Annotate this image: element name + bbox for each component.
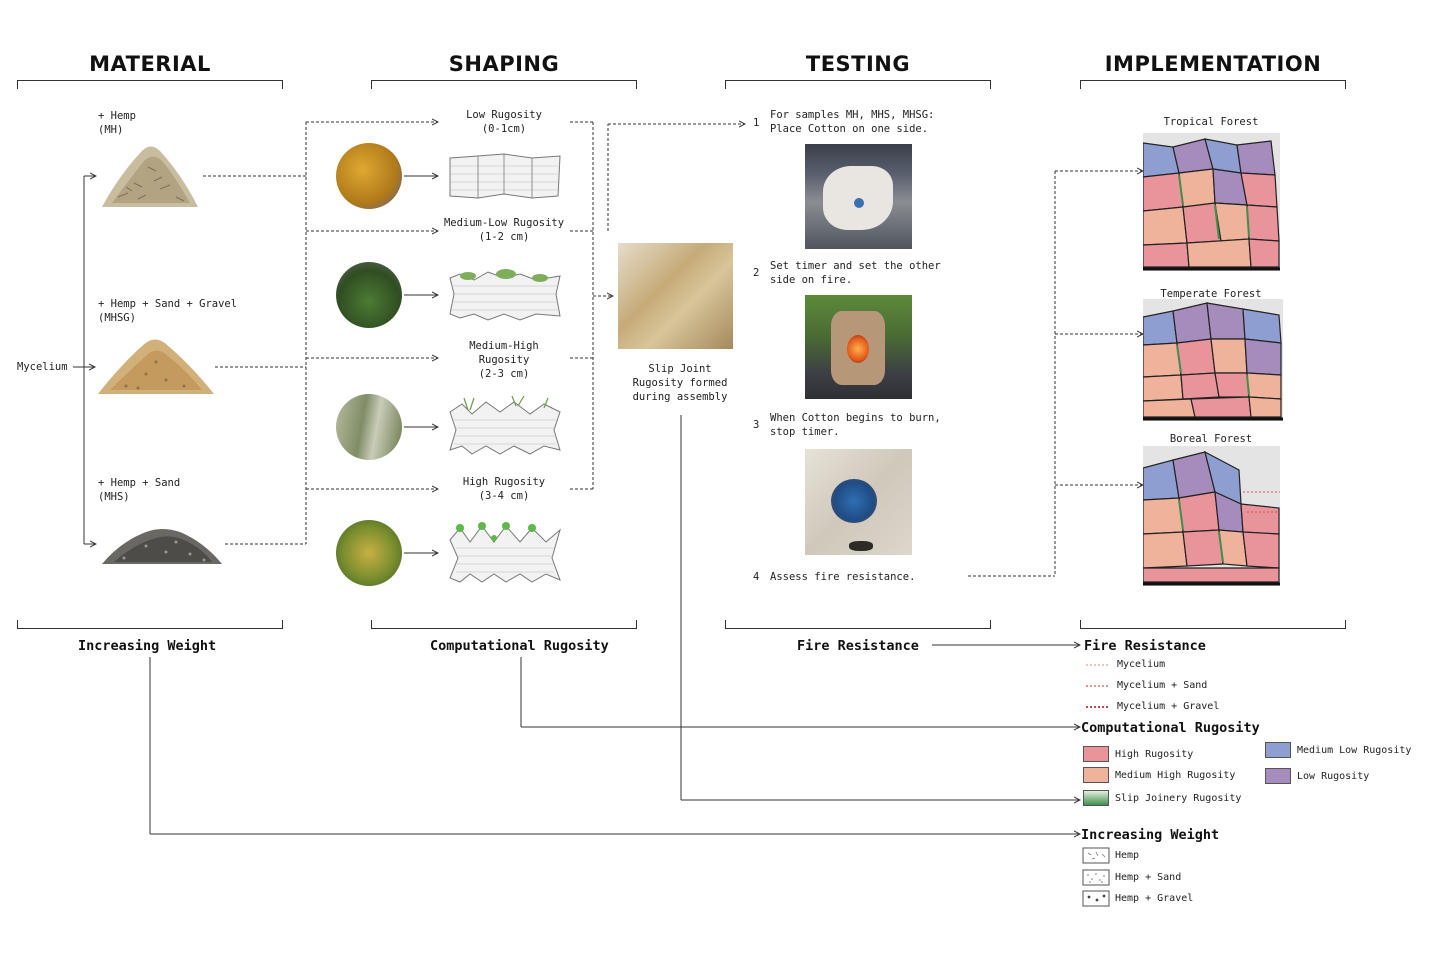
mhs-pile-image: [102, 529, 222, 564]
material-hemp-name: + Hemp: [98, 110, 136, 122]
step-2-number: 2: [753, 267, 760, 279]
step-3-number: 3: [753, 419, 760, 431]
shaping-level-low-name: Low Rugosity: [466, 109, 542, 121]
moss-circle-image: [336, 262, 402, 328]
material-hemp-code: (MH): [98, 124, 124, 136]
legend-fire-title: Fire Resistance: [1084, 638, 1206, 654]
test-photo-fire: [805, 295, 912, 399]
shaping-level-medlow-name: Medium-Low Rugosity: [443, 217, 565, 229]
bracket-top-testing: [725, 80, 991, 89]
lichen-circle-image: [336, 143, 402, 209]
legend-low-rugosity: Low Rugosity: [1297, 771, 1370, 782]
shaping-level-medlow-range: (1-2 cm): [478, 231, 530, 243]
legend-weight-title: Increasing Weight: [1081, 827, 1220, 843]
plant-circle-image: [336, 520, 402, 586]
profile-high-rugosity: [449, 522, 561, 583]
legend-fire-lines: [1086, 664, 1110, 708]
step-4-number: 4: [753, 571, 760, 583]
bracket-top-implementation: [1080, 80, 1346, 89]
legend-high-rugosity: High Rugosity: [1115, 749, 1194, 760]
bracket-top-material: [17, 80, 283, 89]
legend-medium-low-rugosity: Medium Low Rugosity: [1297, 745, 1412, 756]
panel-temperate-forest: [1143, 299, 1283, 421]
legend-fire-mycelium: Mycelium: [1117, 659, 1166, 670]
legend-swatch-high-rugosity: [1083, 746, 1109, 762]
shaping-level-medhigh-name: Medium-High: [469, 340, 539, 352]
step-3-line1: When Cotton begins to burn,: [770, 412, 941, 424]
material-mhsg-name: + Hemp + Sand + Gravel: [98, 298, 238, 310]
legend-weight-hemp-gravel: Hemp + Gravel: [1115, 893, 1194, 904]
footer-increasing-weight: Increasing Weight: [78, 638, 217, 654]
hemp-pile-image: [102, 146, 198, 207]
legend-slip-joinery-rugosity: Slip Joinery Rugosity: [1115, 793, 1242, 804]
shaping-level-medhigh-range: (2-3 cm): [478, 368, 530, 380]
step-1-line2: Place Cotton on one side.: [770, 123, 929, 135]
bracket-top-shaping: [371, 80, 637, 89]
legend-weight-hemp-sand: Hemp + Sand: [1115, 872, 1182, 883]
legend-swatch-medium-low-rugosity: [1265, 742, 1291, 758]
slip-joint-line3: during assembly: [632, 391, 728, 403]
panel-tropical-forest: [1143, 133, 1280, 271]
legend-fire-mycelium-gravel: Mycelium + Gravel: [1117, 701, 1220, 712]
panel-temperate-title: Temperate Forest: [1160, 288, 1262, 300]
bracket-bottom-testing: [725, 620, 991, 629]
panel-boreal-title: Boreal Forest: [1169, 433, 1253, 445]
bracket-bottom-shaping: [371, 620, 637, 629]
profile-medium-low-rugosity: [449, 269, 561, 321]
legend-weight-hemp: Hemp: [1115, 850, 1140, 861]
material-mhs-name: + Hemp + Sand: [98, 477, 181, 489]
heading-testing: TESTING: [805, 52, 911, 76]
step-4-line1: Assess fire resistance.: [770, 571, 916, 583]
footer-fire-resistance: Fire Resistance: [797, 638, 919, 654]
mycelium-label: Mycelium: [17, 361, 68, 373]
tree-bark-circle-image: [336, 394, 402, 460]
slip-joint-line1: Slip Joint: [648, 363, 712, 375]
panel-tropical-title: Tropical Forest: [1163, 116, 1259, 128]
panel-boreal-forest: [1143, 446, 1280, 586]
test-photo-burnt: [805, 449, 912, 555]
slip-joint-photo: [618, 243, 733, 349]
heading-implementation: IMPLEMENTATION: [1104, 52, 1322, 76]
legend-swatch-slip-joinery: [1083, 790, 1109, 806]
slip-joint-line2: Rugosity formed: [632, 377, 728, 389]
legend-swatch-low-rugosity: [1265, 768, 1291, 784]
step-3-line2: stop timer.: [770, 426, 840, 438]
bracket-bottom-implementation: [1080, 620, 1346, 629]
legend-weight-swatches: [1082, 847, 1110, 907]
shaping-level-high-name: High Rugosity: [462, 476, 546, 488]
shaping-level-low-range: (0-1cm): [481, 123, 527, 135]
profile-medium-high-rugosity: [449, 396, 561, 455]
legend-rugosity-title: Computational Rugosity: [1081, 720, 1260, 736]
heading-shaping: SHAPING: [448, 52, 560, 76]
shaping-level-medhigh-name2: Rugosity: [478, 354, 530, 366]
profile-low-rugosity: [449, 153, 561, 199]
legend-fire-mycelium-sand: Mycelium + Sand: [1117, 680, 1208, 691]
material-mhs-code: (MHS): [98, 491, 130, 503]
mhsg-pile-image: [98, 339, 214, 394]
heading-material: MATERIAL: [89, 52, 211, 76]
legend-medium-high-rugosity: Medium High Rugosity: [1115, 770, 1236, 781]
footer-computational-rugosity: Computational Rugosity: [430, 638, 609, 654]
bracket-bottom-material: [17, 620, 283, 629]
material-mhsg-code: (MHSG): [98, 312, 136, 324]
legend-swatch-medium-high-rugosity: [1083, 767, 1109, 783]
shaping-level-high-range: (3-4 cm): [478, 490, 530, 502]
step-1-line1: For samples MH, MHS, MHSG:: [770, 109, 935, 121]
step-2-line2: side on fire.: [770, 274, 853, 286]
step-2-line1: Set timer and set the other: [770, 260, 941, 272]
step-1-number: 1: [753, 117, 760, 129]
test-photo-cotton: [805, 144, 912, 249]
